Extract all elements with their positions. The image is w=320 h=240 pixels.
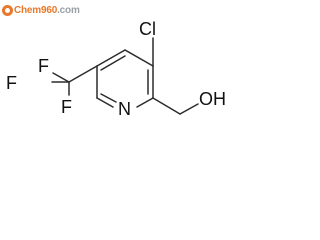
bond-n-c6 <box>96 97 114 108</box>
atom-fluorine-left-label: F <box>6 73 17 93</box>
bond-c2-ch2 <box>152 97 181 115</box>
atom-fluorine-top-label: F <box>38 56 49 76</box>
atom-hydroxyl-label: OH <box>199 89 226 109</box>
bond-n-c6-inner <box>100 93 117 103</box>
bond-c2-n <box>136 97 154 108</box>
watermark-text: Chem960.com <box>14 4 80 16</box>
atom-chlorine-label: Cl <box>139 19 156 39</box>
bond-c5-cf3 <box>68 65 98 83</box>
bond-cf3-f-top <box>52 72 70 83</box>
atom-nitrogen-label: N <box>118 99 131 119</box>
bond-ch2-oh <box>179 103 199 115</box>
atom-fluorine-bottom-label: F <box>61 97 72 117</box>
bond-c4-c5-inner <box>100 55 126 71</box>
bond-c4-c3 <box>124 49 154 67</box>
chem960-watermark-logo: Chem960.com <box>2 2 80 18</box>
bond-c4-c5 <box>96 49 126 67</box>
chem960-logo-icon <box>2 4 13 16</box>
chemical-structure-drawing: Cl N OH F F F <box>6 19 226 119</box>
